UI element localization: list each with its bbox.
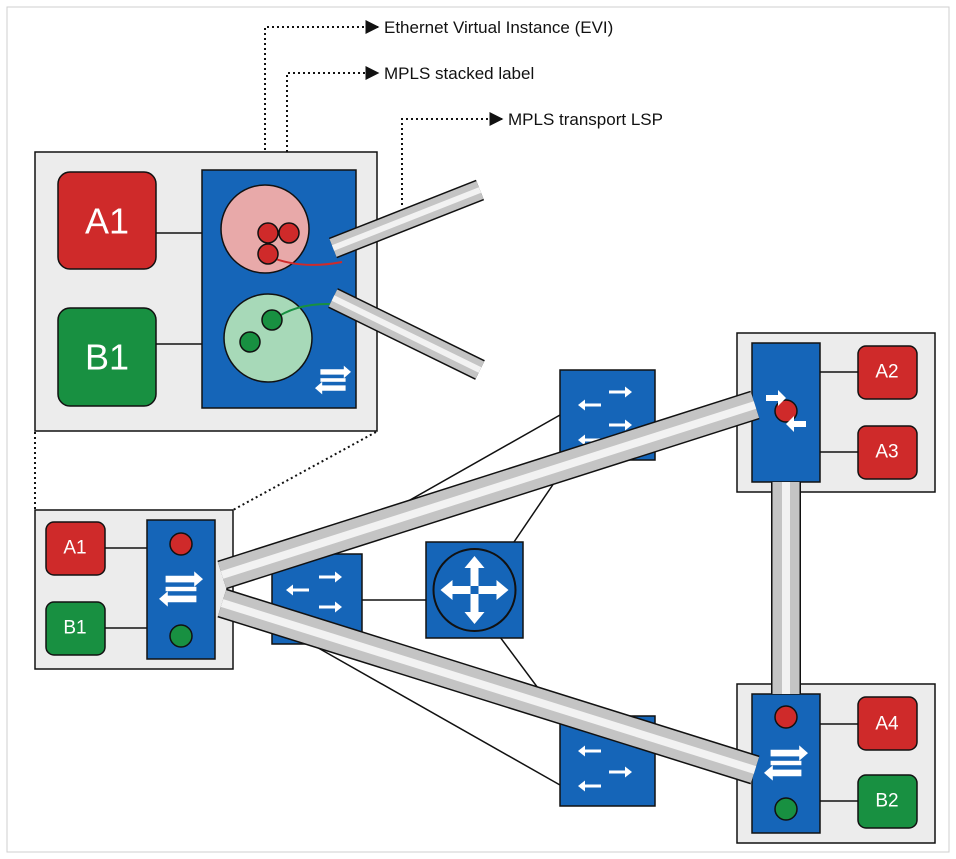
callout-evi: Ethernet Virtual Instance (EVI) [384,18,613,37]
pe-left-icon [159,571,203,607]
pe-left-site-b1[interactable]: B1 [45,601,106,656]
green-label-dot-2 [261,309,283,331]
red-label-dot-1 [257,222,279,244]
detail-site-b1-label: B1 [85,337,129,378]
pe-left-site-a1-label: A1 [63,538,86,559]
pe-left-red-evi [169,532,193,556]
pe-left-site-b1-label: B1 [63,618,86,639]
lsp-tube-left-to-bottom-right [217,588,760,785]
red-label-dot-3 [257,243,279,265]
lsp-tube-left-to-top-right [217,390,760,590]
detail-site-a1[interactable]: A1 [57,171,157,270]
pe-bottom-right-site-b2[interactable]: B2 [857,774,918,829]
callout-stacked-label: MPLS stacked label [384,64,534,83]
detail-site-b1[interactable]: B1 [57,307,157,407]
callout-leader-transport-lsp [401,112,504,205]
pe-top-right-site-a2-label: A2 [875,362,898,383]
pe-bottom-right-site-b2-label: B2 [875,791,898,812]
green-label-dot-1 [239,331,261,353]
pe-left-green-evi [169,624,193,648]
evi-green-circle [223,293,313,383]
pe-top-right-arrow-up [766,390,786,406]
zoom-line-right [232,431,377,511]
detail-site-a1-label: A1 [85,201,129,242]
core-router-arrows-icon [440,556,509,624]
pe-bottom-right-red-evi [774,705,798,729]
pe-bottom-right-site-a4[interactable]: A4 [857,696,918,751]
detail-lsp-tube-lower [328,288,485,380]
pe-left-site-a1[interactable]: A1 [45,521,106,576]
core-router[interactable] [425,541,524,639]
outer-frame [6,6,950,853]
pe-top-right-arrow-down [786,416,806,432]
detail-lsp-tube-upper [328,179,485,259]
red-label-dot-2 [278,222,300,244]
pe-bottom-right-green-evi [774,797,798,821]
pe-top-right-red-evi [774,399,798,423]
pe-bottom-right-site-a4-label: A4 [875,714,899,735]
callout-transport-lsp: MPLS transport LSP [508,110,663,129]
pe-top-right-site-a3[interactable]: A3 [857,425,918,480]
core-link-5 [312,644,561,786]
pe-top-right-site-a3-label: A3 [875,442,898,463]
pe-top-right-site-a2[interactable]: A2 [857,345,918,400]
